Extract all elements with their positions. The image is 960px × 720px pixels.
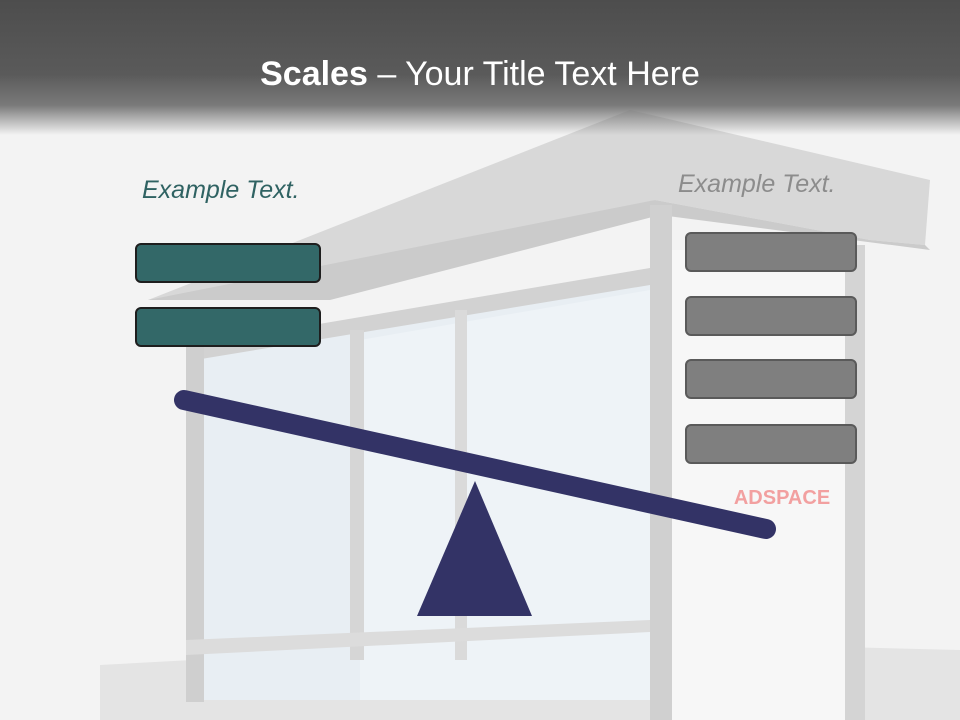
title-band [0, 0, 960, 135]
slide-title: Scales – Your Title Text Here [0, 54, 960, 94]
left-box-1 [135, 243, 321, 283]
title-rest: – Your Title Text Here [367, 55, 700, 93]
right-example-text: Example Text. [678, 170, 836, 198]
right-box-4 [685, 424, 857, 464]
left-box-2 [135, 307, 321, 347]
title-bold: Scales [260, 55, 368, 93]
adspace-sign: ADSPACE [734, 487, 830, 509]
right-box-1 [685, 232, 857, 272]
right-box-2 [685, 296, 857, 336]
fulcrum-triangle-icon [417, 481, 532, 616]
beam-icon [174, 390, 776, 539]
left-example-text: Example Text. [142, 176, 300, 204]
right-box-3 [685, 359, 857, 399]
